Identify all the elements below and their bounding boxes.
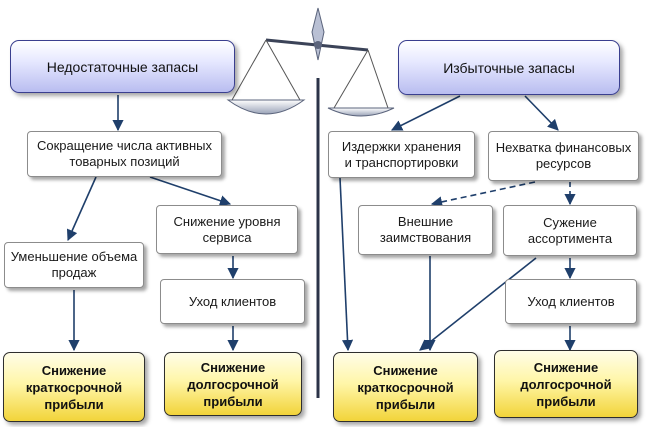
node-service-drop-label: Снижение уровня сервиса [173,213,281,245]
node-clients-leave-right-label: Уход клиентов [527,293,615,309]
arrow-reduce-to-service [149,176,232,207]
result-long-profit-right: Снижение долгосрочной прибыли [494,350,638,418]
arrow-reduce-to-sales [66,176,97,242]
result-short-profit-right-label: Снижение краткосрочной прибыли [357,362,454,412]
node-clients-leave-right: Уход клиентов [505,279,637,324]
result-short-profit-left-label: Снижение краткосрочной прибыли [25,362,123,412]
result-short-profit-left: Снижение краткосрочной прибыли [3,352,145,422]
node-service-drop: Снижение уровня сервиса [156,205,298,254]
arrow-finance-to-borrowing [430,181,536,208]
header-insufficient-stock-label: Недостаточные запасы [46,58,199,75]
node-reduce-positions: Сокращение числа активных товарных позиц… [27,131,222,177]
node-sales-drop-label: Уменьшение объема продаж [10,249,138,280]
node-sales-drop: Уменьшение объема продаж [4,242,144,288]
node-external-borrowing: Внешние заимствования [358,205,493,255]
arrow-assortment-to-profit [419,257,537,351]
node-storage-costs-label: Издержки хранения и транспортировки [341,138,462,170]
arrow-header-to-storage [390,95,461,131]
node-finance-lack-label: Нехватка финансовых ресурсов [495,140,632,171]
node-assortment-narrowing: Сужение ассортимента [503,205,637,256]
arrow-header-to-finance [524,95,559,131]
node-clients-leave-left-label: Уход клиентов [188,293,277,309]
node-reduce-positions-label: Сокращение числа активных товарных позиц… [37,138,212,169]
node-storage-costs: Издержки хранения и транспортировки [328,131,475,178]
node-clients-leave-left: Уход клиентов [160,279,305,324]
node-assortment-narrowing-label: Сужение ассортимента [527,214,613,246]
balance-scale-icon [226,7,395,398]
node-finance-lack: Нехватка финансовых ресурсов [488,131,639,181]
header-insufficient-stock: Недостаточные запасы [10,40,235,93]
result-short-profit-right: Снижение краткосрочной прибыли [333,352,478,422]
header-excess-stock: Избыточные запасы [398,40,620,95]
node-external-borrowing-label: Внешние заимствования [379,214,472,245]
arrow-storage-to-profit [339,177,354,352]
header-excess-stock-label: Избыточные запасы [443,59,575,76]
result-long-profit-left-label: Снижение долгосрочной прибыли [187,359,279,409]
result-long-profit-left: Снижение долгосрочной прибыли [164,352,302,416]
result-long-profit-right-label: Снижение долгосрочной прибыли [520,359,612,409]
